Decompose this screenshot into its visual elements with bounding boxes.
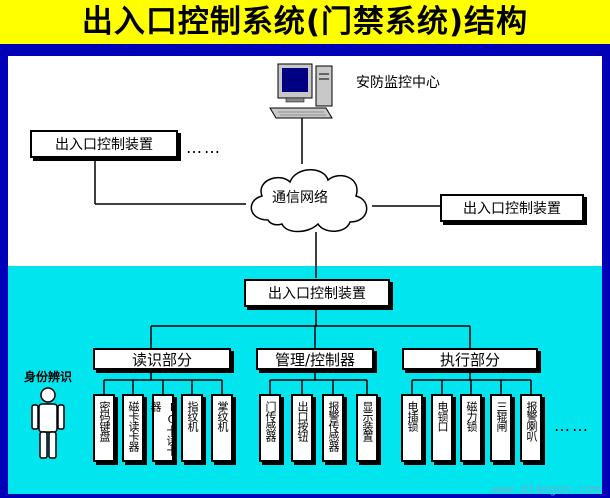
item-fingerprint: 指纹机 bbox=[181, 394, 203, 462]
person-icon bbox=[31, 387, 65, 459]
watermark: www.diangon.com bbox=[491, 482, 600, 496]
group-actuator: 执行部分 bbox=[402, 348, 538, 370]
item-exit-button: 出口按钮 bbox=[291, 394, 313, 462]
ellipsis-top: …… bbox=[186, 138, 222, 157]
item-electric-strike: 电锁口 bbox=[431, 394, 453, 462]
item-magnetic-lock: 磁力锁 bbox=[460, 394, 482, 462]
item-tripod-gate: 三辊闸 bbox=[490, 394, 512, 462]
group-reader: 读识部分 bbox=[93, 348, 231, 370]
item-magcard-reader: 磁卡读卡器 bbox=[122, 394, 144, 462]
item-alarm-horn: 报警喇叭 bbox=[520, 394, 542, 462]
monitoring-center-label: 安防监控中心 bbox=[356, 75, 440, 91]
identity-label: 身份辨识 bbox=[24, 370, 73, 384]
cloud-icon bbox=[250, 169, 368, 233]
computer-icon bbox=[269, 63, 333, 119]
access-device-right: 出入口控制装置 bbox=[440, 194, 584, 222]
item-display: 显示装置 bbox=[356, 394, 378, 462]
access-device-top-left: 出入口控制装置 bbox=[30, 130, 178, 158]
item-alarm-sensor: 报警传感器 bbox=[322, 394, 344, 462]
diagram-title: 出入口控制系统(门禁系统)结构 bbox=[0, 0, 610, 44]
access-device-main: 出入口控制装置 bbox=[244, 279, 390, 307]
item-electric-bolt: 电插锁 bbox=[401, 394, 423, 462]
network-label: 通信网络 bbox=[272, 190, 328, 206]
ellipsis-bottom: …… bbox=[554, 416, 590, 435]
item-door-sensor: 门传感器 bbox=[259, 394, 281, 462]
item-password-keypad: 密码键盘 bbox=[93, 394, 115, 462]
item-palmprint: 掌纹机 bbox=[211, 394, 233, 462]
item-ic-card-reader: IC卡读卡器 bbox=[149, 394, 178, 462]
group-controller: 管理/控制器 bbox=[256, 348, 374, 370]
